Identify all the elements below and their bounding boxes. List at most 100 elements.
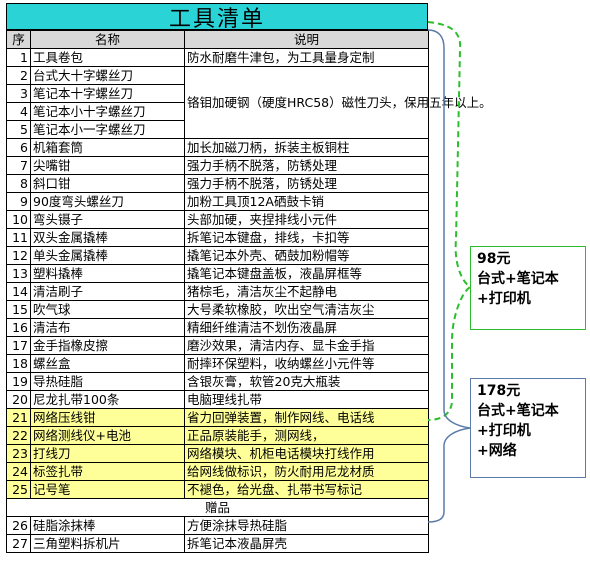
row-seq: 15	[6, 300, 31, 319]
table-row: 2 台式大十字螺丝刀 铬钼加硬钢（硬度HRC58）磁性刀头，保用五年以上。	[6, 66, 492, 139]
table-row: 14 清洁刷子 猪棕毛，清洁灰尘不起静电	[6, 282, 429, 301]
row-name: 三角塑料拆机片	[30, 534, 185, 553]
row-seq: 17	[6, 336, 31, 355]
row-seq: 19	[6, 372, 31, 391]
row-seq: 24	[6, 462, 31, 481]
package-178-line3: +网络	[477, 443, 517, 459]
row-seq: 5	[6, 120, 31, 139]
row-desc: 强力手柄不脱落，防锈处理	[184, 156, 429, 175]
tool-table: 序 名称 说明 1 工具卷包 防水耐磨牛津包，为工具量身定制 2 台式大十字螺丝…	[6, 30, 492, 553]
table-row: 22 网络测线仪+电池 正品原装能手，测网线，	[6, 426, 429, 445]
package-98-line2: +打印机	[477, 291, 531, 307]
row-name: 双头金属撬棒	[30, 228, 185, 247]
row-seq: 25	[6, 480, 31, 499]
row-desc: 正品原装能手，测网线，	[184, 426, 429, 445]
header-name: 名称	[30, 30, 185, 49]
table-row: 6 机箱套筒 加长加磁刀柄，拆装主板铜柱	[6, 138, 429, 157]
row-desc: 撬笔记本键盘盖板，液晶屏框等	[184, 264, 429, 283]
row-desc: 大号柔软橡胶，吹出空气清洁灰尘	[184, 300, 429, 319]
row-name: 机箱套筒	[30, 138, 185, 157]
table-row: 26 硅脂涂抹棒 方便涂抹导热硅脂	[6, 516, 429, 535]
row-desc: 不褪色，给光盘、扎带书写标记	[184, 480, 429, 499]
header-seq: 序	[6, 30, 31, 49]
row-seq: 10	[6, 210, 31, 229]
row-desc: 猪棕毛，清洁灰尘不起静电	[184, 282, 429, 301]
package-178-price: 178元	[477, 383, 521, 399]
header-row: 序 名称 说明	[6, 30, 429, 49]
row-desc: 加粉工具顶12A硒鼓卡销	[184, 192, 429, 211]
package-98-line1: 台式+笔记本	[477, 271, 559, 287]
row-name: 单头金属撬棒	[30, 246, 185, 265]
table-row: 21 网络压线钳 省力回弹装置，制作网线、电话线	[6, 408, 429, 427]
row-name: 硅脂涂抹棒	[30, 516, 185, 535]
row-seq: 23	[6, 444, 31, 463]
row-seq: 6	[6, 138, 31, 157]
table-row: 27 三角塑料拆机片 拆笔记本液晶屏壳	[6, 534, 429, 553]
row-name: 斜口钳	[30, 174, 185, 193]
row-seq: 21	[6, 408, 31, 427]
row-desc: 撬笔记本外壳、硒鼓加粉帽等	[184, 246, 429, 265]
row-desc: 拆笔记本键盘，排线，卡扣等	[184, 228, 429, 247]
table-row: 4 笔记本小十字螺丝刀	[6, 102, 429, 121]
row-name: 网络压线钳	[30, 408, 185, 427]
row-desc: 省力回弹装置，制作网线、电话线	[184, 408, 429, 427]
row-desc: 强力手柄不脱落，防锈处理	[184, 174, 429, 193]
row-name: 网络测线仪+电池	[30, 426, 185, 445]
table-row: 18 螺丝盒 耐摔环保塑料，收纳螺丝小元件等	[6, 354, 429, 373]
row-desc: 耐摔环保塑料，收纳螺丝小元件等	[184, 354, 429, 373]
row-seq: 9	[6, 192, 31, 211]
row-name: 笔记本小一字螺丝刀	[30, 120, 185, 139]
table-row: 8 斜口钳 强力手柄不脱落，防锈处理	[6, 174, 429, 193]
row-seq: 18	[6, 354, 31, 373]
gift-label: 赠品	[6, 498, 429, 517]
table-row: 11 双头金属撬棒 拆笔记本键盘，排线，卡扣等	[6, 228, 429, 247]
row-seq: 14	[6, 282, 31, 301]
gift-row: 赠品	[6, 498, 429, 517]
row-name: 打线刀	[30, 444, 185, 463]
package-98-price: 98元	[477, 251, 511, 267]
table-row: 23 打线刀 网络模块、机柜电话模块打线作用	[6, 444, 429, 463]
row-desc: 电脑理线扎带	[184, 390, 429, 409]
table-row: 10 弯头镊子 头部加硬，夹捏排线小元件	[6, 210, 429, 229]
table-row: 25 记号笔 不褪色，给光盘、扎带书写标记	[6, 480, 429, 499]
row-name: 弯头镊子	[30, 210, 185, 229]
row-name: 塑料撬棒	[30, 264, 185, 283]
row-desc: 给网线做标识，防火耐用尼龙材质	[184, 462, 429, 481]
table-row: 16 清洁布 精细纤维清洁不划伤液晶屏	[6, 318, 429, 337]
package-98-box: 98元 台式+笔记本 +打印机	[470, 246, 586, 330]
page-title: 工具清单	[6, 3, 428, 32]
table-row: 19 导热硅脂 含银灰膏，软管20克大瓶装	[6, 372, 429, 391]
row-name: 标签扎带	[30, 462, 185, 481]
row-name: 记号笔	[30, 480, 185, 499]
row-name: 工具卷包	[30, 48, 185, 67]
package-178-box: 178元 台式+笔记本 +打印机 +网络	[470, 378, 586, 478]
row-desc: 含银灰膏，软管20克大瓶装	[184, 372, 429, 391]
row-seq: 8	[6, 174, 31, 193]
row-seq: 20	[6, 390, 31, 409]
row-seq: 13	[6, 264, 31, 283]
row-desc: 防水耐磨牛津包，为工具量身定制	[184, 48, 429, 67]
package-178-line2: +打印机	[477, 423, 531, 439]
row-seq: 7	[6, 156, 31, 175]
table-row: 12 单头金属撬棒 撬笔记本外壳、硒鼓加粉帽等	[6, 246, 429, 265]
table-row: 1 工具卷包 防水耐磨牛津包，为工具量身定制	[6, 48, 429, 67]
table-row: 24 标签扎带 给网线做标识，防火耐用尼龙材质	[6, 462, 429, 481]
row-name: 台式大十字螺丝刀	[30, 66, 185, 85]
row-desc: 拆笔记本液晶屏壳	[184, 534, 429, 553]
merged-desc: 铬钼加硬钢（硬度HRC58）磁性刀头，保用五年以上。	[184, 66, 492, 139]
table-row: 20 尼龙扎带100条 电脑理线扎带	[6, 390, 429, 409]
green-bracket	[427, 21, 472, 421]
row-seq: 2	[6, 66, 31, 85]
row-desc: 网络模块、机柜电话模块打线作用	[184, 444, 429, 463]
row-seq: 3	[6, 84, 31, 103]
row-name: 吹气球	[30, 300, 185, 319]
table-row: 7 尖嘴钳 强力手柄不脱落，防锈处理	[6, 156, 429, 175]
row-seq: 26	[6, 516, 31, 535]
row-seq: 22	[6, 426, 31, 445]
row-seq: 4	[6, 102, 31, 121]
row-name: 90度弯头螺丝刀	[30, 192, 185, 211]
row-name: 清洁刷子	[30, 282, 185, 301]
row-desc: 精细纤维清洁不划伤液晶屏	[184, 318, 429, 337]
row-desc: 头部加硬，夹捏排线小元件	[184, 210, 429, 229]
row-seq: 12	[6, 246, 31, 265]
